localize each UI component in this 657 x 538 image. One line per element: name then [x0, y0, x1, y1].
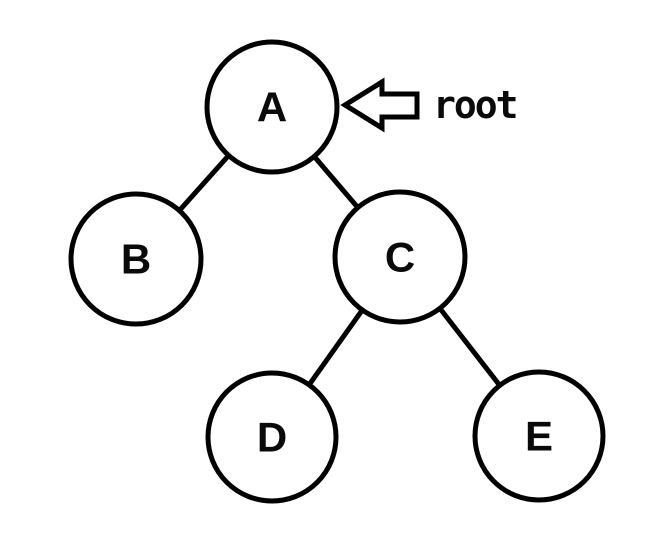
- node-c: C: [332, 189, 468, 325]
- root-label: root: [433, 83, 517, 127]
- node-c-label: C: [385, 234, 415, 281]
- node-b: B: [68, 191, 204, 327]
- node-d: D: [205, 370, 339, 504]
- root-annotation: root: [340, 77, 519, 133]
- node-e: E: [472, 369, 606, 503]
- node-d-label: D: [257, 414, 287, 461]
- node-c-circle: [332, 189, 468, 325]
- node-b-label: B: [121, 236, 151, 283]
- node-d-circle: [205, 370, 339, 504]
- node-e-circle: [472, 369, 606, 503]
- node-e-label: E: [525, 413, 553, 460]
- node-a-circle: [204, 39, 340, 175]
- node-a: A: [204, 39, 340, 175]
- node-a-label: A: [257, 84, 287, 131]
- left-block-arrow-icon: [340, 77, 420, 133]
- node-b-circle: [68, 191, 204, 327]
